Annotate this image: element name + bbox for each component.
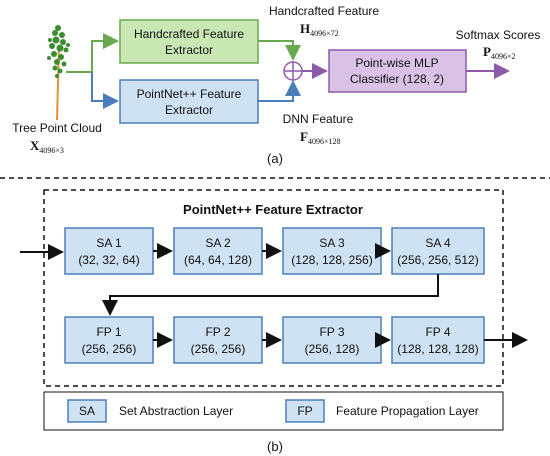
svg-text:(128, 128, 256): (128, 128, 256) [291,253,372,267]
svg-text:(256, 256): (256, 256) [82,342,137,356]
svg-text:Set Abstraction Layer: Set Abstraction Layer [119,404,233,418]
sa-block-2: SA 2 (64, 64, 128) [173,227,263,275]
svg-text:SA 1: SA 1 [96,236,122,250]
svg-text:(64, 64, 128): (64, 64, 128) [184,253,252,267]
svg-text:SA 2: SA 2 [205,236,231,250]
svg-text:SA: SA [79,404,95,418]
handcrafted-feature-label: Handcrafted Feature [269,4,379,18]
svg-text:FP 3: FP 3 [319,325,344,339]
svg-text:SA 3: SA 3 [319,236,345,250]
svg-text:Point-wise MLP: Point-wise MLP [355,56,438,70]
svg-text:(256, 256, 512): (256, 256, 512) [397,253,478,267]
fp-block-4: FP 4 (128, 128, 128) [391,316,485,364]
arrow-to-pointnet [91,72,119,109]
sa4-to-fp1-arrow [102,274,439,316]
pointnet-extractor-title: PointNet++ Feature Extractor [183,202,363,217]
svg-text:FP 1: FP 1 [96,325,121,339]
softmax-label: Softmax Scores [456,28,541,42]
handcrafted-feature-extractor-box: Handcrafted Feature Extractor [119,19,259,64]
svg-text:FP: FP [297,404,312,418]
fp-block-1: FP 1 (256, 256) [64,316,154,364]
pointnet-feature-extractor-box: PointNet++ Feature Extractor [119,79,259,124]
pointnet-extractor-frame [43,189,504,387]
sa-block-3: SA 3 (128, 128, 256) [282,227,382,275]
svg-text:SA 4: SA 4 [425,236,451,250]
tree-math-label: X4096×3 [30,138,64,155]
sa-block-1: SA 1 (32, 32, 64) [64,227,154,275]
tree-point-cloud-icon [47,25,70,121]
svg-text:(128, 128, 128): (128, 128, 128) [397,342,478,356]
mlp-classifier-box: Point-wise MLP Classifier (128, 2) [328,49,467,93]
svg-text:(256, 128): (256, 128) [305,342,360,356]
dnn-math-label: F4096×128 [300,129,340,146]
dnn-feature-label: DNN Feature [283,112,354,126]
svg-text:PointNet++ Feature: PointNet++ Feature [137,87,242,101]
caption-a: (a) [267,151,283,166]
svg-text:FP 4: FP 4 [425,325,450,339]
svg-text:Extractor: Extractor [165,43,213,57]
concat-icon [283,61,303,81]
legend-item-sa: SA Set Abstraction Layer [67,399,233,423]
fp-block-3: FP 3 (256, 128) [282,316,382,364]
legend-item-fp: FP Feature Propagation Layer [285,399,479,423]
tree-point-cloud-label: Tree Point Cloud [12,121,102,135]
pointnet-to-concat-arrow [258,80,301,102]
svg-text:(32, 32, 64): (32, 32, 64) [78,253,139,267]
svg-text:Handcrafted Feature: Handcrafted Feature [134,27,244,41]
handcrafted-to-concat-arrow [258,40,301,61]
svg-text:Feature Propagation Layer: Feature Propagation Layer [336,404,479,418]
fp-block-2: FP 2 (256, 256) [173,316,263,364]
svg-text:(256, 256): (256, 256) [191,342,246,356]
legend-frame [43,391,504,431]
sa-block-4: SA 4 (256, 256, 512) [391,227,485,275]
caption-b: (b) [267,439,283,454]
svg-text:FP 2: FP 2 [205,325,230,339]
softmax-math-label: P4096×2 [483,44,515,61]
arrow-to-handcrafted [91,33,119,72]
handcrafted-math-label: H4096×72 [300,21,339,38]
svg-text:Extractor: Extractor [165,103,213,117]
svg-text:Classifier (128, 2): Classifier (128, 2) [350,72,444,86]
